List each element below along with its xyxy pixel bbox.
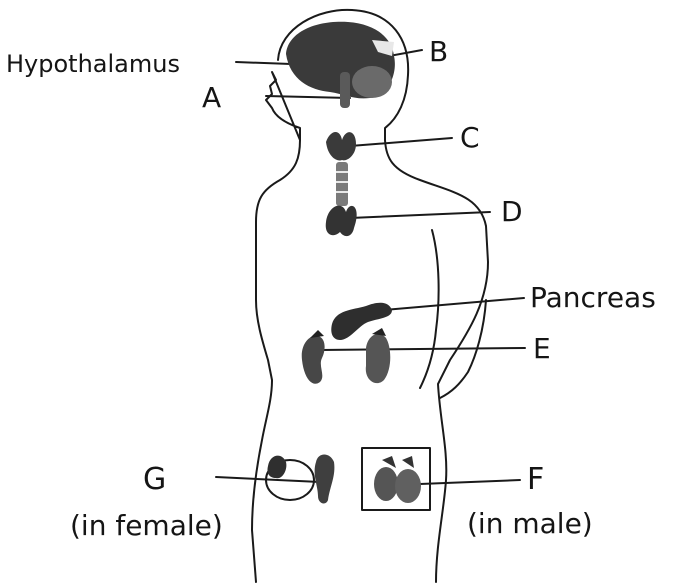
label-f-note: (in male) — [467, 510, 593, 538]
label-d: D — [501, 198, 523, 226]
testes — [374, 456, 421, 503]
pointer-f — [420, 480, 520, 484]
label-g-note: (in female) — [70, 512, 223, 540]
label-b: B — [429, 38, 448, 66]
pointer-c — [350, 138, 452, 146]
thymus — [326, 206, 357, 236]
pointer-g — [216, 477, 320, 482]
label-g: G — [143, 465, 166, 495]
label-e: E — [533, 335, 551, 363]
torso-outline — [252, 140, 300, 582]
thyroid — [326, 132, 356, 206]
label-c: C — [460, 124, 480, 152]
brain — [286, 22, 395, 108]
pointer-a — [266, 96, 350, 98]
label-pancreas: Pancreas — [530, 284, 656, 312]
pointer-d — [350, 212, 490, 218]
pointer-e — [320, 348, 525, 350]
arm-outline — [420, 230, 439, 388]
label-f: F — [527, 465, 544, 495]
label-a: A — [202, 84, 221, 112]
label-hypothalamus: Hypothalamus — [6, 52, 180, 76]
